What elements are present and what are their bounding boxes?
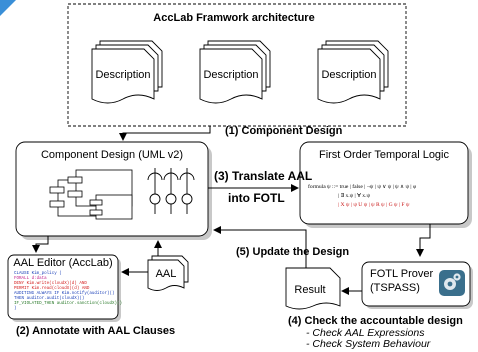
description-document-1: Description xyxy=(91,40,163,104)
aal-code-line: FORALL d:data xyxy=(14,276,47,281)
step-3-label-line-1: (3) Translate AAL xyxy=(214,169,312,183)
aal-code-listing: CLAUSE Kim_policy ( FORALL d:data DENY K… xyxy=(14,271,122,311)
fotl-line-2: | ∃ x.ψ | ∀ x.ψ xyxy=(338,192,370,199)
aal-editor-title: AAL Editor (AccLab) xyxy=(13,257,112,269)
arrow-to-component-design xyxy=(119,126,211,141)
description-document-2: Description xyxy=(199,40,271,104)
prover-title-line-1: FOTL Prover xyxy=(370,268,433,280)
step-3-label-line-2: into FOTL xyxy=(228,191,285,205)
aal-code-line: DENY Kim.write(cloudX)(d) AND xyxy=(14,281,87,286)
description-label-2: Description xyxy=(203,69,258,81)
interface-icon xyxy=(147,168,195,214)
corner-accent xyxy=(0,0,16,16)
fotl-title: First Order Temporal Logic xyxy=(319,149,450,161)
aal-code-line: IF_VIOLATED_THEN auditor.sanction(cloudX… xyxy=(14,301,122,306)
component-design-title: Component Design (UML v2) xyxy=(41,149,183,161)
gear-icon xyxy=(439,270,465,296)
arrow-update-design xyxy=(213,226,307,268)
aal-document: AAL xyxy=(147,255,189,291)
description-document-3: Description xyxy=(317,40,389,104)
fotl-line-3: | X ψ | ψ U ψ | ψ R ψ | G ψ | F ψ xyxy=(338,202,410,208)
aal-document-label: AAL xyxy=(156,268,177,280)
aal-code-line: CLAUSE Kim_policy ( xyxy=(14,271,62,276)
arrow-to-prover xyxy=(416,224,431,257)
step-1-label: (1) Component Design xyxy=(225,125,343,137)
aal-code-line: AUDITING ALWAYS IF Kim.notify(auditor)() xyxy=(14,291,115,296)
result-label: Result xyxy=(294,284,325,296)
fotl-prover-box: FOTL Prover (TSPASS) xyxy=(361,261,473,309)
fotl-box: First Order Temporal Logic formula ψ ::=… xyxy=(299,141,472,228)
arrow-to-aal-editor xyxy=(32,236,49,253)
step-4-label: (4) Check the accountable design xyxy=(288,315,463,327)
aal-code-line: ) xyxy=(14,306,17,311)
prover-title-line-2: (TSPASS) xyxy=(370,282,420,294)
step-2-label: (2) Annotate with AAL Clauses xyxy=(16,325,175,337)
step-4-item-1: - Check AAL Expressions xyxy=(306,327,425,339)
aal-code-line: THEN auditor.audit(cloudX)() xyxy=(14,296,84,301)
fotl-line-1: formula ψ ::= true | false | ¬ψ | ψ ∨ ψ … xyxy=(308,183,417,190)
component-icon xyxy=(49,169,133,220)
aal-code-line: PERMIT Kim.read(cloudX)(d) AND xyxy=(14,286,90,291)
description-label-1: Description xyxy=(95,69,150,81)
diagram-title: AccLab Framwork architecture xyxy=(153,12,314,24)
step-5-label: (5) Update the Design xyxy=(236,246,349,258)
result-document: Result xyxy=(285,267,341,310)
component-design-box: Component Design (UML v2) xyxy=(15,141,212,240)
aal-editor-box: AAL Editor (AccLab) CLAUSE Kim_policy ( … xyxy=(7,254,122,322)
description-label-3: Description xyxy=(321,69,376,81)
step-4-item-2: - Check System Behaviour xyxy=(306,338,431,350)
